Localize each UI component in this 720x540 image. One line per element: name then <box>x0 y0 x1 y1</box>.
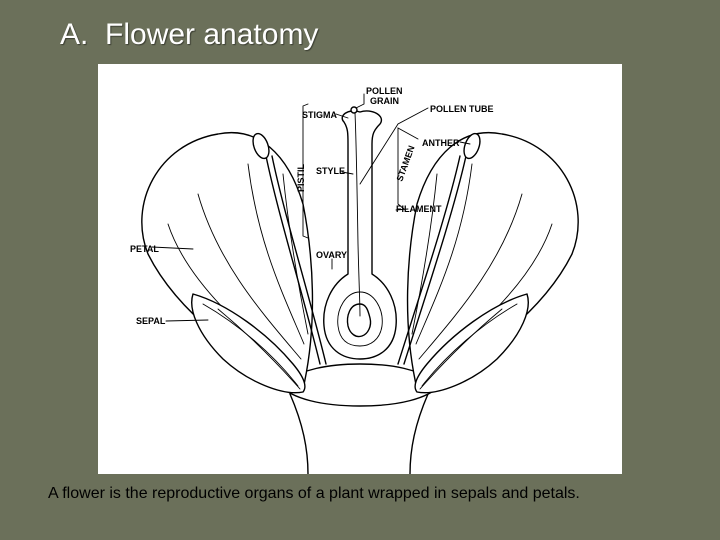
flower-diagram: POLLEN GRAIN POLLEN TUBE STIGMA PISTIL S… <box>98 64 622 474</box>
ovule-outline <box>337 291 383 347</box>
flower-illustration: POLLEN GRAIN POLLEN TUBE STIGMA PISTIL S… <box>130 86 579 474</box>
ovule <box>346 303 372 338</box>
label-style: STYLE <box>316 166 345 176</box>
left-filament <box>265 155 327 365</box>
label-pollen-tube: POLLEN TUBE <box>430 104 494 114</box>
right-anther <box>463 132 481 160</box>
label-pistil: PISTIL <box>296 163 306 192</box>
label-pollen-grain-line1: POLLEN <box>366 86 403 96</box>
stem <box>289 393 429 474</box>
right-sepal <box>414 293 529 394</box>
slide-title: A. Flower anatomy <box>60 18 319 51</box>
left-anther <box>252 132 270 160</box>
label-filament: FILAMENT <box>396 204 442 214</box>
label-ovary: OVARY <box>316 250 347 260</box>
label-petal: PETAL <box>130 244 159 254</box>
pollen-tube <box>354 112 361 317</box>
label-stigma: STIGMA <box>302 110 337 120</box>
slide-caption: A flower is the reproductive organs of a… <box>48 485 580 502</box>
label-sepal: SEPAL <box>136 316 166 326</box>
label-pollen-grain-line2: GRAIN <box>370 96 399 106</box>
label-anther: ANTHER <box>422 138 460 148</box>
left-sepal <box>191 293 306 394</box>
pistil <box>323 110 397 360</box>
pollen-grain <box>350 106 358 114</box>
right-filament <box>397 155 467 365</box>
